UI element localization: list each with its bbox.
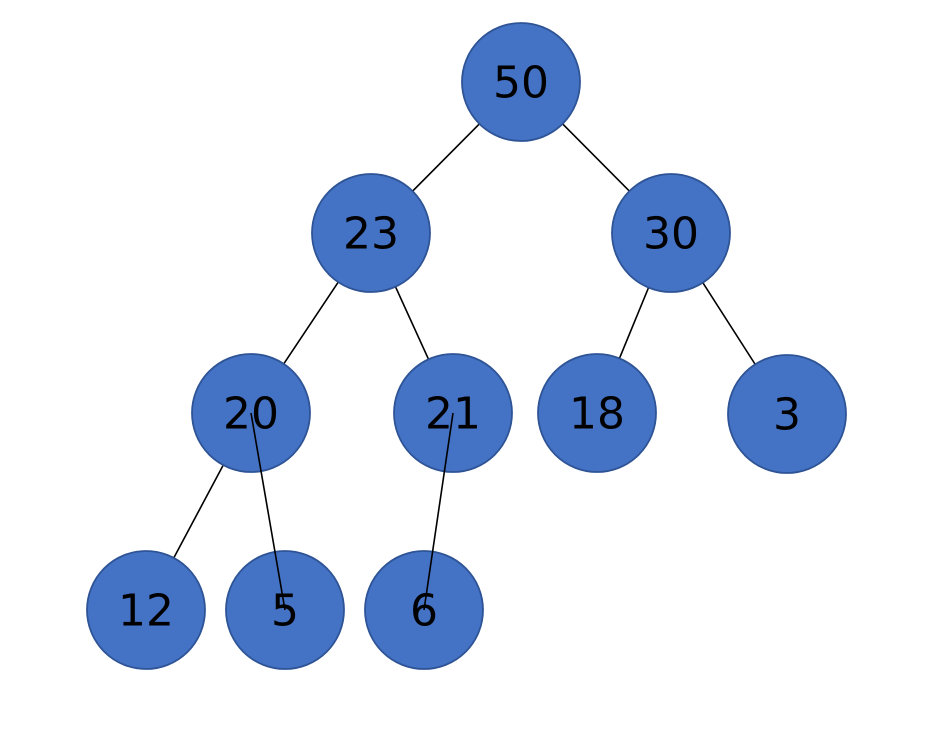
tree-node-circle[interactable] xyxy=(611,173,731,293)
tree-node-circle[interactable] xyxy=(86,550,206,670)
tree-node[interactable]: 18 xyxy=(537,353,657,473)
tree-node-label: 50 xyxy=(493,58,549,109)
tree-node[interactable]: 3 xyxy=(727,354,847,474)
tree-node-circle[interactable] xyxy=(311,173,431,293)
tree-node-label: 12 xyxy=(118,586,174,637)
tree-edge xyxy=(423,412,454,611)
tree-node-label: 23 xyxy=(343,209,399,260)
tree-node-label: 5 xyxy=(271,586,299,637)
tree-node[interactable]: 23 xyxy=(311,173,431,293)
tree-node-label: 30 xyxy=(643,209,699,260)
overlay-edge-layer xyxy=(250,412,454,611)
tree-node[interactable]: 30 xyxy=(611,173,731,293)
tree-node-circle[interactable] xyxy=(727,354,847,474)
edge-layer xyxy=(145,81,788,611)
tree-node-label: 18 xyxy=(569,389,625,440)
tree-node-circle[interactable] xyxy=(537,353,657,473)
tree-edge xyxy=(250,412,286,611)
tree-node[interactable]: 12 xyxy=(86,550,206,670)
tree-node-label: 3 xyxy=(773,390,801,441)
tree-node-label: 6 xyxy=(410,586,438,637)
tree-node[interactable]: 50 xyxy=(461,22,581,142)
tree-node-circle[interactable] xyxy=(461,22,581,142)
